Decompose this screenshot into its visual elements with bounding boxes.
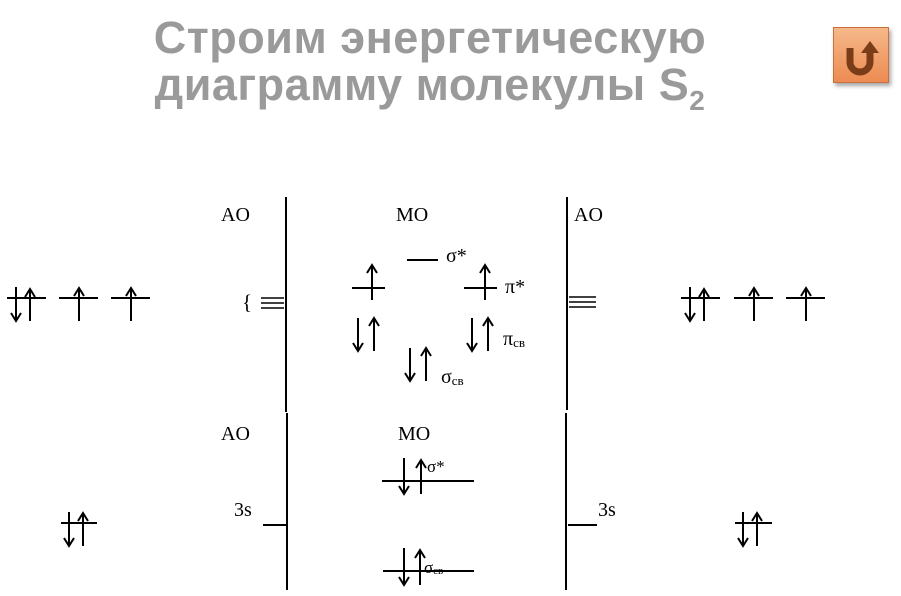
return-button[interactable] — [833, 27, 889, 83]
pi-bond-label: πсв — [503, 328, 525, 350]
sigma-star-label: σ* — [446, 245, 467, 267]
title-subscript: 2 — [689, 85, 706, 116]
mo-3s-sigma-bond — [383, 548, 474, 587]
mo-pi-bond-left — [352, 316, 380, 353]
lower-sigma-star-label: σ* — [427, 457, 445, 476]
upper-mo-label: MO — [396, 204, 428, 226]
diagram-lines — [7, 197, 825, 590]
lower-sigma-bond-label: σсв — [424, 558, 443, 577]
mo-pi-star-right — [464, 263, 497, 300]
ao-level-bars — [261, 296, 596, 309]
lower-ao-left-label: AO — [221, 423, 250, 445]
left-brace-glyph: { — [242, 290, 252, 314]
title-line-2: диаграмму молекулы S2 — [0, 59, 860, 115]
diagram-labels: AO MO AO { σ* π* πсв σсв AO MO 3s 3s σ* … — [221, 204, 616, 577]
mo-sigma-bond-electrons — [404, 346, 432, 383]
left-3s-label: 3s — [234, 499, 252, 521]
lower-mo-label: MO — [398, 423, 430, 445]
upper-ao-left-label: AO — [221, 204, 250, 226]
left-atom-3s-orbital — [61, 511, 97, 548]
return-arrow-icon — [846, 41, 879, 76]
upper-ao-right-label: AO — [574, 204, 603, 226]
right-3s-label: 3s — [598, 499, 616, 521]
left-atom-3p-orbitals — [7, 286, 150, 323]
mo-pi-bond-right — [466, 316, 494, 353]
page-title: Строим энергетическую диаграмму молекулы… — [0, 12, 860, 115]
mo-3s-sigma-star — [382, 458, 474, 496]
pi-star-label: π* — [505, 276, 525, 298]
right-atom-3p-orbitals — [681, 286, 825, 323]
right-atom-3s-orbital — [735, 511, 772, 548]
title-line-1: Строим энергетическую — [153, 12, 707, 63]
sigma-bond-label: σсв — [441, 366, 464, 388]
title-line-2-main: диаграмму молекулы S — [154, 59, 690, 110]
mo-pi-star-left — [352, 263, 385, 300]
